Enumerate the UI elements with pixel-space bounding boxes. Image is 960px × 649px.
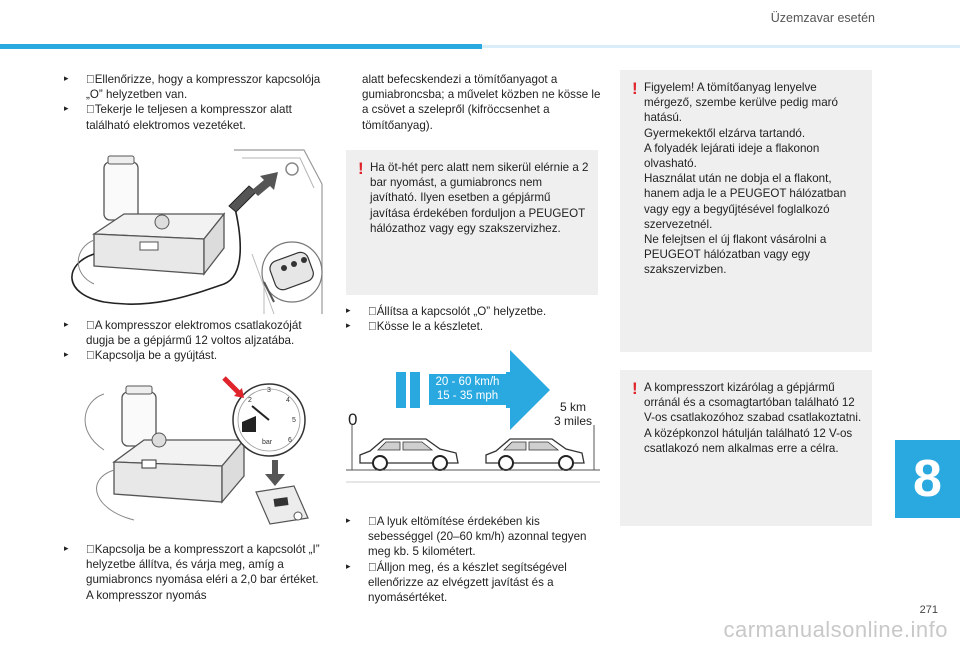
list-item: ▸A kompresszor elektromos csatlakozóját … [64, 319, 302, 348]
col2-mid-text: ▸Állítsa a kapcsolót „O” helyzetbe. ▸Kös… [346, 304, 598, 334]
watermark: carmanualsonline.info [723, 617, 948, 642]
list-item: ▸Kapcsolja be a gyújtást. [64, 349, 218, 363]
bullet-icon: ▸ [346, 516, 351, 526]
bullet-icon: ▸ [64, 320, 69, 330]
warning-icon: ! [632, 79, 638, 98]
svg-text:5: 5 [292, 417, 296, 424]
svg-text:2: 2 [248, 397, 252, 404]
warning-text: Figyelem! A tömítőanyag lenyelve mérgező… [644, 81, 847, 277]
col2-bottom-text: ▸A lyuk eltömítése érdekében kis sebessé… [346, 514, 598, 605]
warning-text: A kompresszort kizárólag a gépjármű orrá… [644, 381, 862, 455]
start-marker: 0 [348, 410, 358, 429]
top-accent-bar [0, 44, 482, 49]
page-number: 271 [919, 604, 938, 616]
distance-label: 5 km 3 miles [554, 400, 592, 428]
bullet-icon: ▸ [346, 306, 351, 316]
chapter-title: Üzemzavar esetén [770, 11, 875, 25]
svg-text:3: 3 [267, 387, 271, 394]
compressor-gauge-figure: 1 2 3 4 5 6 bar [64, 370, 326, 530]
continued-paragraph: alatt befecskendezi a tömítőanyagot a gu… [362, 73, 601, 132]
bullet-icon: ▸ [64, 350, 69, 361]
warning-icon: ! [358, 159, 364, 178]
bullet-icon: ▸ [346, 321, 351, 332]
svg-text:6: 6 [288, 437, 292, 444]
top-accent-bar-light [482, 45, 960, 48]
bullet-icon: ▸ [64, 104, 69, 115]
warning-box-socket: ! A kompresszort kizárólag a gépjármű or… [620, 370, 872, 526]
bullet-icon: ▸ [346, 561, 351, 572]
col1-mid-text: ▸A kompresszor elektromos csatlakozóját … [64, 318, 326, 364]
list-item: ▸Állítsa a kapcsolót „O” helyzetbe. [346, 305, 547, 318]
speed-kmh: 20 - 60 km/h [435, 376, 500, 388]
warning-text: Ha öt-hét perc alatt nem sikerül elérnie… [370, 161, 589, 235]
speed-mph: 15 - 35 mph [436, 390, 499, 402]
chapter-tab: 8 [895, 440, 960, 518]
list-item: ▸Ellenőrizze, hogy a kompresszor kapcsol… [64, 73, 321, 102]
svg-text:4: 4 [286, 397, 290, 404]
list-item: ▸Álljon meg, és a készlet segítségével e… [346, 560, 567, 605]
bullet-icon: ▸ [64, 544, 69, 554]
list-item: ▸Kösse le a készletet. [346, 320, 484, 334]
col1-bottom-text: ▸Kapcsolja be a kompresszort a kapcsolót… [64, 542, 326, 603]
bullet-icon: ▸ [64, 74, 69, 84]
distance-miles: 3 miles [554, 414, 593, 428]
speed-range-label: 20 - 60 km/h 15 - 35 mph [429, 374, 506, 405]
warning-icon: ! [632, 379, 638, 398]
list-item: ▸A lyuk eltömítése érdekében kis sebessé… [346, 515, 587, 559]
gauge-unit-label: bar [262, 439, 273, 446]
list-item: ▸Kapcsolja be a kompresszort a kapcsolót… [64, 543, 320, 602]
list-item: ▸Tekerje le teljesen a kompresszor alatt… [64, 103, 292, 132]
col2-top-text: alatt befecskendezi a tömítőanyagot a gu… [362, 72, 602, 133]
drive-distance-figure [346, 350, 600, 483]
warning-box-pressure: ! Ha öt-hét perc alatt nem sikerül elérn… [346, 150, 598, 295]
distance-km: 5 km [560, 400, 587, 414]
compressor-plug-figure [64, 144, 326, 316]
warning-box-sealant: ! Figyelem! A tömítőanyag lenyelve mérge… [620, 70, 872, 352]
col1-top-text: ▸Ellenőrizze, hogy a kompresszor kapcsol… [64, 72, 326, 133]
